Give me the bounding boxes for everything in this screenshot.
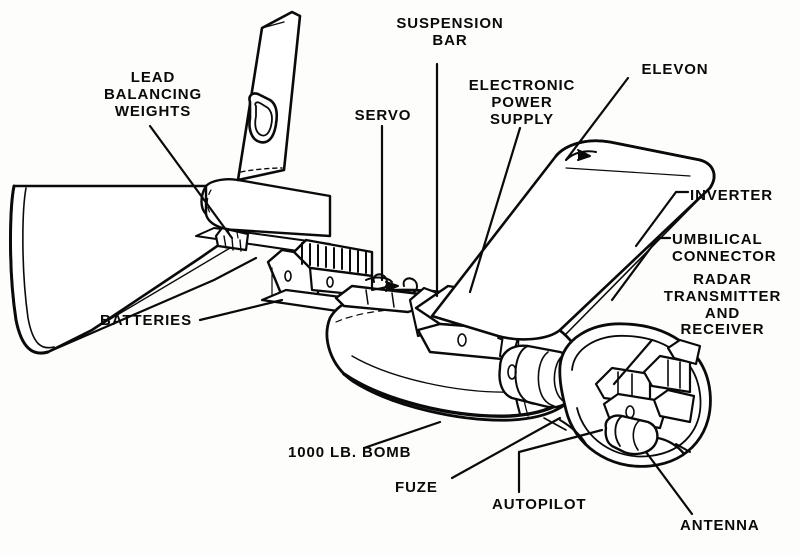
- callout-antenna: ANTENNA: [680, 517, 760, 534]
- nose-equipment-section: [558, 322, 712, 468]
- leader-fuze: [450, 416, 562, 480]
- left-wing: [9, 184, 258, 355]
- leader-elevon: [564, 76, 630, 162]
- leader-inverter: [634, 190, 690, 248]
- callout-1000-lb-bomb: 1000 LB. BOMB: [288, 444, 412, 461]
- callout-lead-balancing-weights: LEAD BALANCING WEIGHTS: [103, 69, 203, 120]
- servo: [365, 276, 399, 292]
- callout-inverter: INVERTER: [690, 187, 774, 204]
- vertical-fin: [236, 10, 302, 182]
- leader-lines: [148, 62, 694, 516]
- leader-autopilot: [517, 428, 604, 494]
- callout-batteries: BATTERIES: [100, 312, 192, 329]
- leader-radar: [612, 338, 654, 386]
- leader-antenna: [644, 450, 694, 516]
- callout-fuze: FUZE: [395, 479, 438, 496]
- leader-bomb: [362, 420, 442, 450]
- inverter: [498, 344, 579, 409]
- leader-lead-weights: [148, 124, 234, 240]
- callout-radar-transmitter-and-receiver: RADAR TRANSMITTER AND RECEIVER: [663, 271, 782, 339]
- leader-umbilical: [610, 236, 672, 302]
- callout-umbilical-connector: UMBILICAL CONNECTOR: [672, 231, 777, 265]
- fuze: [543, 417, 587, 445]
- leader-eps: [468, 126, 522, 294]
- callout-autopilot: AUTOPILOT: [492, 496, 587, 513]
- callout-suspension-bar: SUSPENSION BAR: [396, 15, 504, 49]
- callout-elevon: ELEVON: [641, 61, 709, 78]
- leader-batteries: [198, 298, 284, 322]
- lead-balancing-weight-fin: [248, 92, 279, 144]
- callout-electronic-power-supply: ELECTRONIC POWER SUPPLY: [468, 77, 576, 128]
- callout-servo: SERVO: [354, 107, 412, 124]
